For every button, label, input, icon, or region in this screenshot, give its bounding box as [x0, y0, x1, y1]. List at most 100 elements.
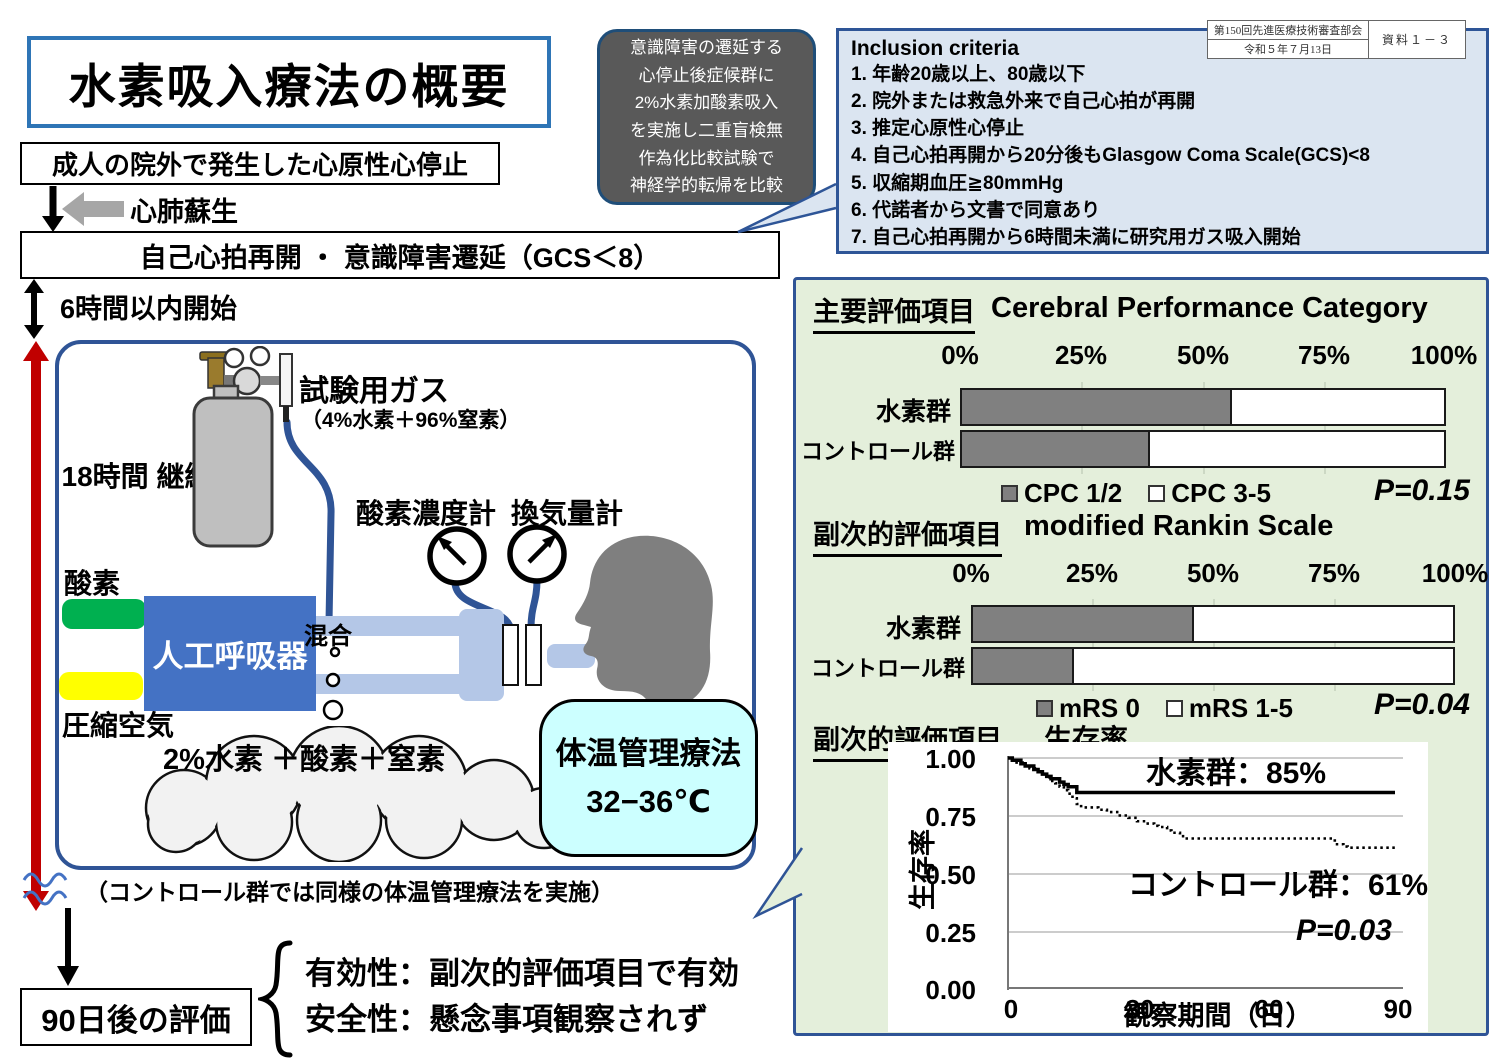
cpc-chart-title: Cerebral Performance Category: [991, 292, 1428, 324]
ventilation-meter-gauge-icon: [507, 524, 567, 584]
ventilator-box: 人工呼吸器: [144, 596, 316, 711]
survival-plot-area: [1007, 756, 1403, 990]
inclusion-criteria-title: Inclusion criteria: [851, 37, 1020, 60]
y-tick: 1.00: [925, 744, 976, 774]
x-tick: 90: [1383, 994, 1413, 1024]
bar-category-label: コントロール群: [801, 439, 956, 464]
gas-cloud-shape: [144, 726, 576, 862]
oxygen-hose-bar: [62, 599, 146, 629]
down-arrow-icon: [42, 186, 64, 232]
mrs-chart-title: modified Rankin Scale: [1024, 510, 1334, 542]
inclusion-callout-tail-icon: [737, 182, 837, 234]
bar-segment-cpc12: [962, 432, 1150, 466]
survival-x-axis-label: 観察期間（日）: [1123, 1001, 1313, 1031]
results-panel: 主要評価項目 Cerebral Performance Category 0% …: [793, 277, 1489, 1036]
p-value: P=0.03: [1296, 914, 1392, 947]
cpr-arrow-icon: [62, 192, 124, 226]
y-tick: 0.75: [925, 802, 976, 832]
flow-box-rosc: 自己心拍再開 ・ 意識障害遷延（GCS＜8）: [20, 231, 780, 279]
meeting-date: 令和５年７月13日: [1208, 39, 1368, 58]
oxygen-label: 酸素: [64, 568, 121, 599]
legend-label: CPC 3-5: [1171, 478, 1271, 508]
results-panel-tail-icon: [752, 847, 804, 920]
gridline: [1324, 382, 1326, 474]
gridline: [1334, 599, 1336, 691]
down-arrow-icon: [57, 908, 79, 986]
legend-item: mRS 0: [1036, 693, 1140, 724]
compressed-air-label: 圧縮空気: [62, 710, 175, 741]
gridline: [1213, 599, 1215, 691]
legend-swatch-white: [1148, 485, 1166, 502]
inclusion-criteria-box: Inclusion criteria 1. 年齢20歳以上、80歳以下 2. 院…: [836, 28, 1489, 254]
test-gas-composition-label: （4%水素＋96%窒素）: [301, 409, 521, 432]
legend-label: mRS 0: [1059, 693, 1140, 723]
bubbles-icon: [322, 646, 344, 721]
x-tick: 60: [1254, 994, 1284, 1024]
stacked-bar: [960, 430, 1446, 468]
legend-item: CPC 3-5: [1148, 478, 1271, 509]
study-summary-callout: 意識障害の遷延する 心停止後症候群に 2%水素加酸素吸入 を実施し二重盲検無 作…: [597, 29, 816, 205]
ttm-box: 体温管理療法 32−36℃: [539, 699, 758, 857]
circuit-y-piece: [459, 609, 504, 701]
brace-icon: [258, 940, 293, 1058]
test-gas-label: 試験用ガス: [299, 375, 449, 408]
x-tick: 30: [1125, 994, 1155, 1024]
mrs-legend: mRS 0 mRS 1-5: [1036, 693, 1293, 724]
axis-tick: 75%: [1307, 558, 1361, 588]
axis-tick: 100%: [1410, 340, 1478, 370]
patient-head-icon: [575, 535, 713, 709]
axis-tick: 100%: [1421, 558, 1489, 588]
p-value: P=0.15: [1374, 474, 1470, 507]
gas-cylinder-icon: [192, 346, 293, 548]
bar-segment-mrs0: [973, 649, 1074, 683]
apparatus-diagram: 18時間 継続 試験用ガス （4%水素＋96%窒素）: [55, 340, 758, 870]
stacked-bar: [971, 647, 1455, 685]
secondary-endpoint-label: 副次的評価項目: [813, 513, 1002, 557]
circuit-filter: [525, 624, 542, 686]
gridline: [1081, 382, 1083, 474]
circuit-filter: [502, 624, 519, 686]
compressed-air-hose-bar: [59, 672, 143, 700]
bar-category-label: 水素群: [875, 398, 951, 426]
hydrogen-survival-annotation: 水素群：85%: [1146, 757, 1327, 790]
day90-evaluation-box: 90日後の評価: [20, 988, 252, 1046]
axis-tick: 25%: [1054, 340, 1108, 370]
y-tick: 0.50: [925, 860, 976, 890]
gridline: [1092, 599, 1094, 691]
stacked-bar: [960, 388, 1446, 426]
mixed-gas-cloud-label: 2%水素 ＋酸素＋窒素: [163, 744, 445, 776]
axis-tick: 50%: [1176, 340, 1230, 370]
bar-category-label: 水素群: [885, 615, 961, 643]
start-within-6h-label: 6時間以内開始: [60, 294, 238, 324]
page-title: 水素吸入療法の概要: [27, 36, 551, 128]
cpr-label: 心肺蘇生: [130, 197, 238, 227]
y-tick: 0.25: [925, 918, 976, 948]
axis-tick: 75%: [1297, 340, 1351, 370]
inclusion-criteria-list: 1. 年齢20歳以上、80歳以下 2. 院外または救急外来で自己心拍が再開 3.…: [851, 64, 1370, 248]
axis-tick: 50%: [1186, 558, 1240, 588]
meter-gauges: [427, 524, 567, 586]
legend-label: CPC 1/2: [1024, 478, 1123, 508]
safety-result-label: 安全性：懸念事項観察されず: [305, 1002, 708, 1037]
legend-label: mRS 1-5: [1188, 693, 1293, 723]
control-survival-annotation: コントロール群：61%: [1128, 869, 1429, 902]
gridline: [1203, 382, 1205, 474]
wave-break-icon: [22, 872, 68, 906]
p-value: P=0.04: [1374, 688, 1470, 721]
bar-segment-cpc12: [962, 390, 1232, 424]
survival-curve-control: [1008, 756, 1395, 849]
legend-swatch-gray: [1001, 485, 1018, 502]
survival-chart: 生存率 1.00 0.75 0.50 0.25 0.00 水素群：85% コント…: [888, 742, 1428, 1032]
circuit-pipe-upper: [281, 616, 486, 636]
meeting-stamp: 第150回先進医療技術審査部会 令和５年７月13日 資料１－３: [1207, 20, 1466, 59]
mixing-label: 混合: [304, 623, 352, 650]
axis-tick: 0%: [952, 558, 990, 588]
meeting-stamp-left: 第150回先進医療技術審査部会 令和５年７月13日: [1208, 21, 1369, 58]
x-tick: 0: [1003, 994, 1019, 1024]
ventilation-meter-label: 換気量計: [511, 498, 624, 529]
legend-item: mRS 1-5: [1165, 693, 1293, 724]
primary-endpoint-label: 主要評価項目: [813, 290, 975, 334]
duration-label: 18時間 継続: [61, 461, 213, 492]
control-group-note: （コントロール群では同様の体温管理療法を実施）: [85, 879, 614, 905]
